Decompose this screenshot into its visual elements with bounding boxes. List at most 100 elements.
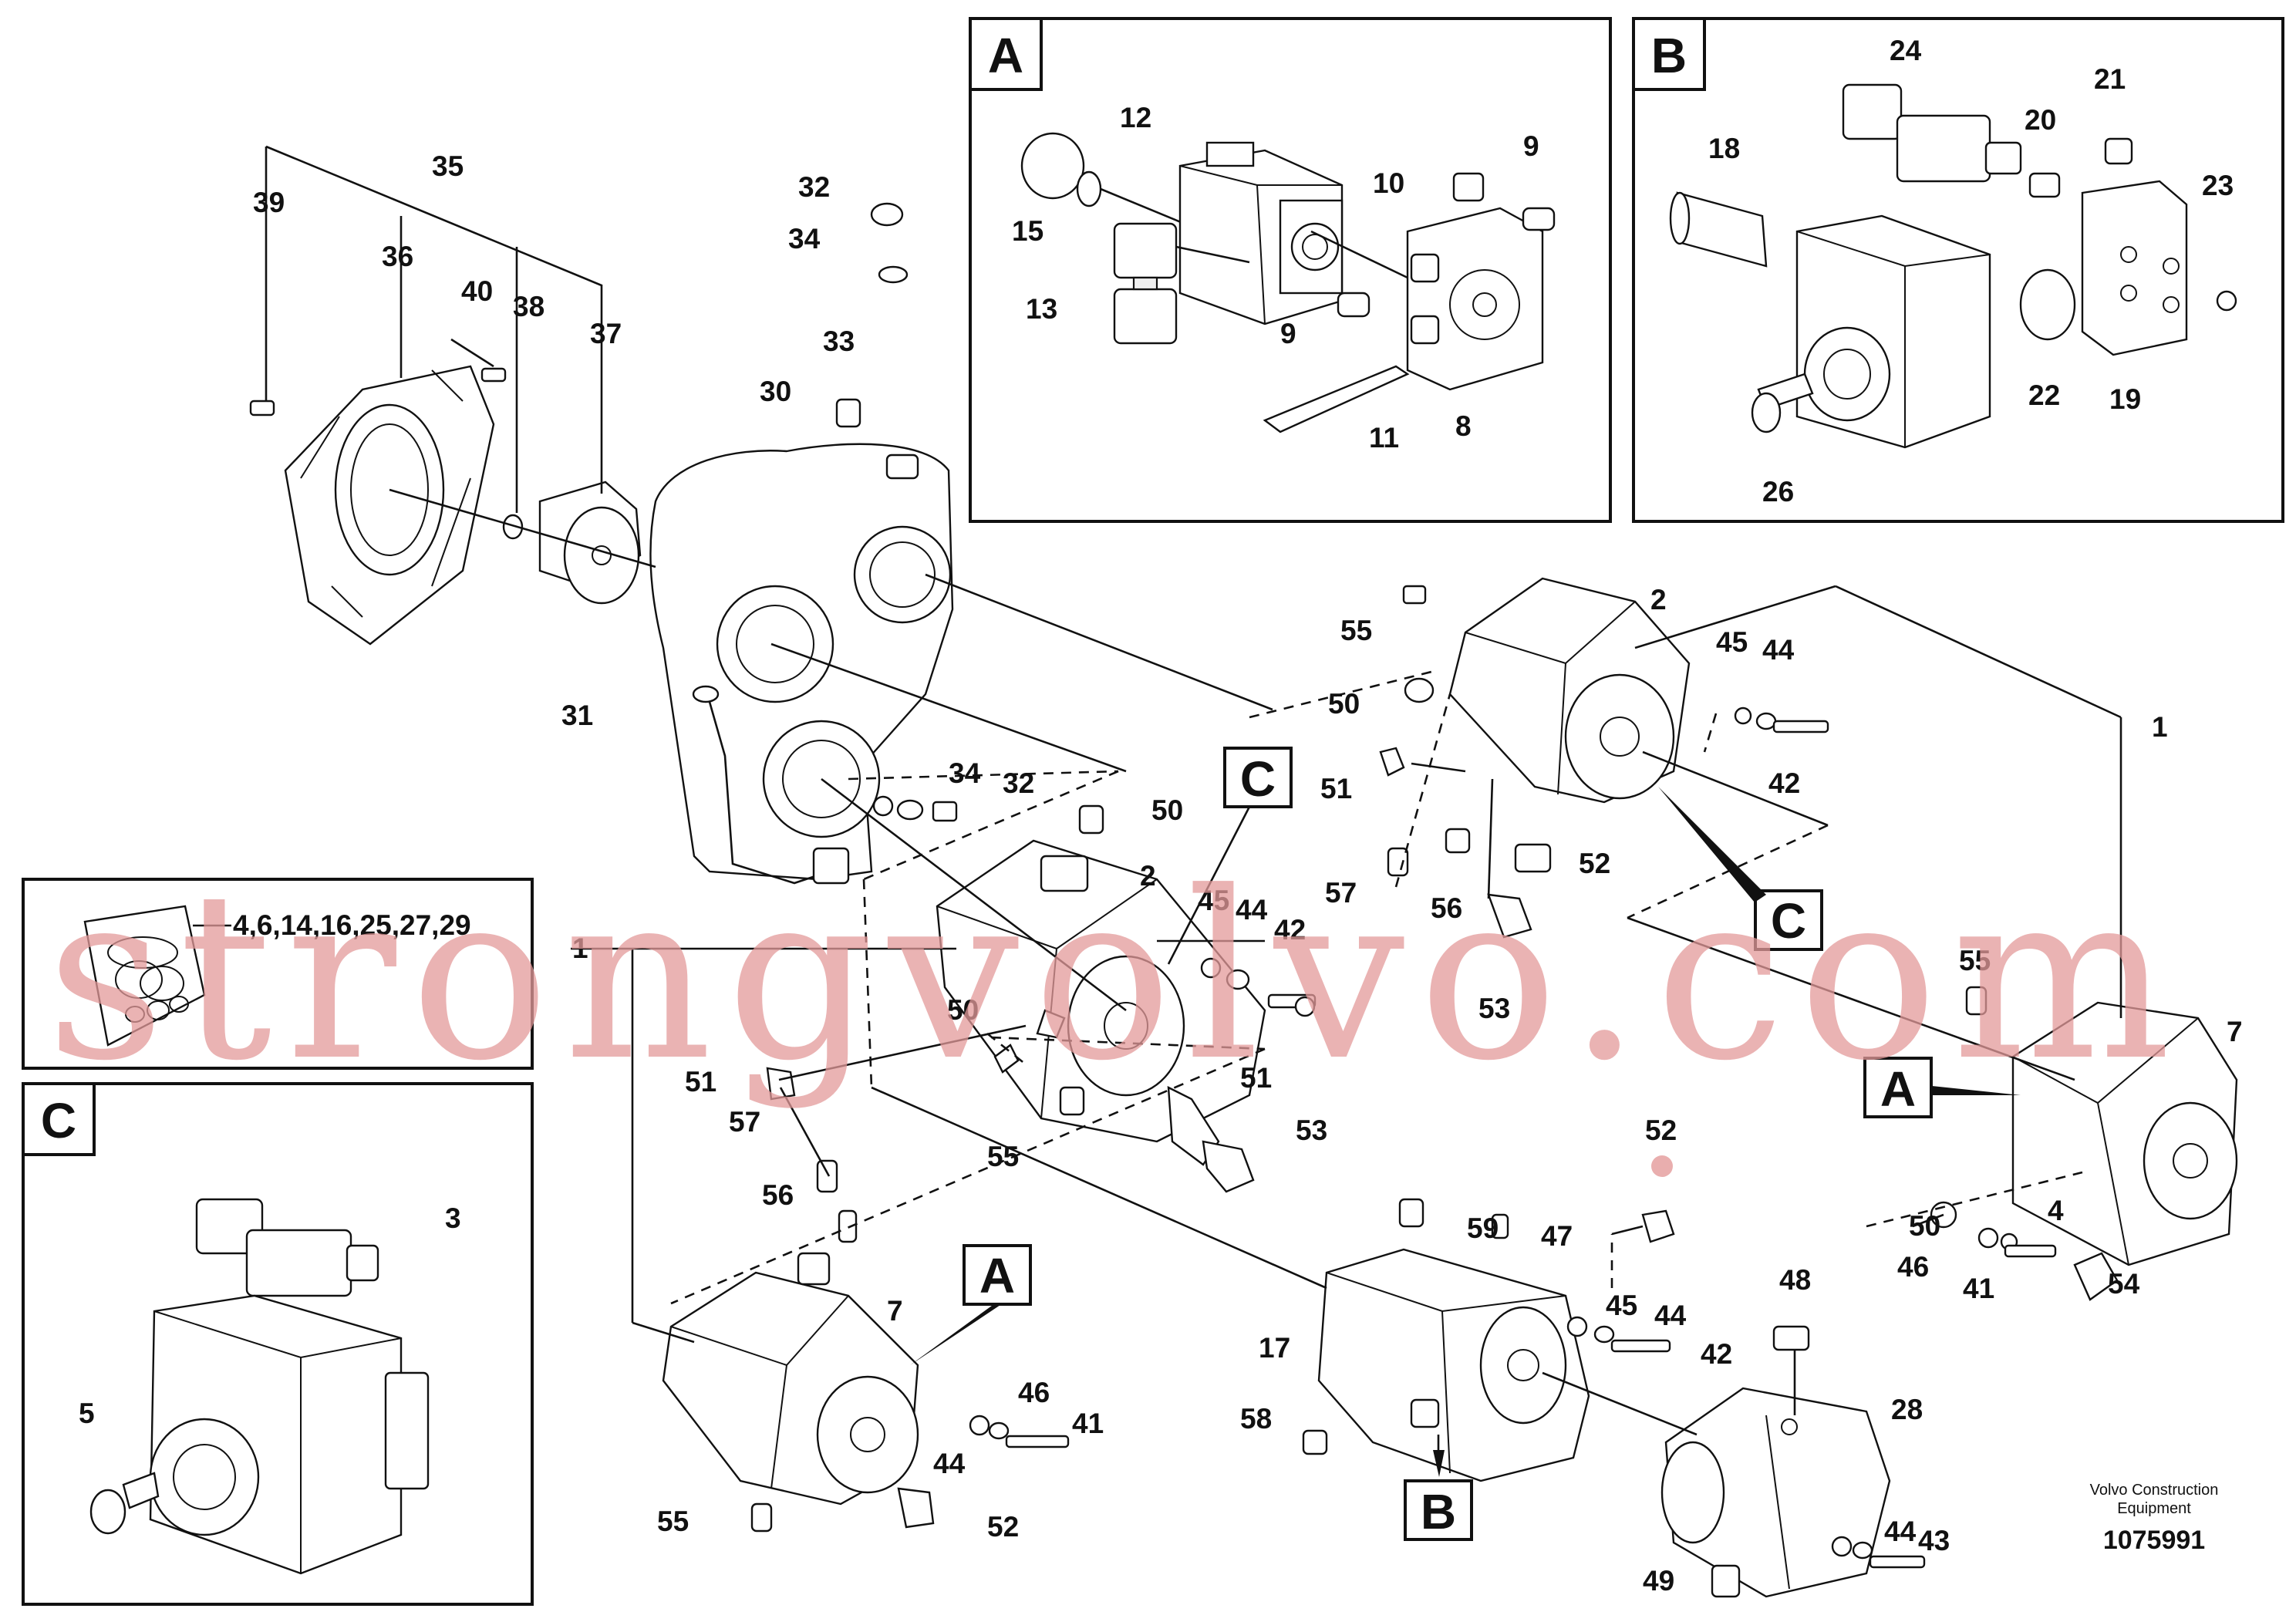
part-label-n30: 30: [760, 376, 791, 407]
part-label-n57a: 57: [729, 1106, 760, 1138]
detail-a-letter: A: [988, 28, 1023, 83]
part-label-n41b: 41: [1072, 1408, 1104, 1439]
part-label-n40: 40: [461, 275, 493, 307]
part-label-n35: 35: [432, 150, 464, 182]
part-label-n42b: 42: [1768, 767, 1800, 799]
part-label-n43: 43: [1918, 1525, 1950, 1556]
detail-c-letter: C: [41, 1093, 76, 1148]
part-label-n2a: 2: [1140, 860, 1156, 892]
part-labels: 12 15 13 10 9 9 11 8 24 18 20 21 23 22 1…: [79, 35, 2243, 1597]
part-label-n7a: 7: [2227, 1016, 2243, 1047]
part-label-n38: 38: [513, 291, 544, 322]
part-label-n44d: 44: [1884, 1516, 1917, 1547]
part-label-n56a: 56: [762, 1179, 794, 1211]
fasteners: [249, 202, 958, 822]
part-label-n31: 31: [561, 700, 593, 731]
part-label-n46b: 46: [1018, 1377, 1050, 1408]
pointer-a-right: A: [1880, 1061, 1916, 1117]
part-label-n36: 36: [382, 241, 413, 272]
part-label-n52c: 52: [987, 1511, 1019, 1543]
pump-2-upper: [1379, 577, 1829, 939]
part-label-n55d: 55: [657, 1506, 689, 1537]
part-label-n32a: 32: [798, 171, 830, 203]
part-label-n15: 15: [1012, 215, 1043, 247]
flywheel-housing: [284, 365, 495, 646]
part-label-n44c: 44: [1654, 1300, 1687, 1331]
coupling: [502, 481, 642, 605]
part-label-n55b: 55: [1340, 615, 1372, 646]
part-label-n52a: 52: [1579, 848, 1610, 879]
pointer-a-lower: A: [979, 1248, 1015, 1303]
part-label-n1b: 1: [2152, 711, 2168, 743]
part-label-n51a: 51: [685, 1066, 716, 1098]
pointer-c-upper: C: [1240, 751, 1276, 807]
part-label-n45b: 45: [1716, 626, 1748, 658]
leader-lines: [265, 145, 2122, 1477]
part-label-n21: 21: [2094, 63, 2126, 95]
pointer-c-right: C: [1771, 893, 1806, 949]
watermark-text: strongvolvo.com: [46, 842, 2185, 1111]
part-label-n22: 22: [2028, 379, 2060, 411]
part-label-n44b: 44: [1762, 634, 1795, 666]
part-label-n26: 26: [1762, 476, 1794, 508]
part-label-n53a: 53: [1296, 1114, 1327, 1146]
part-label-n42c: 42: [1701, 1338, 1732, 1370]
part-label-n55a: 55: [987, 1141, 1019, 1172]
pointer-b: B: [1421, 1484, 1456, 1539]
part-label-n44a: 44: [1236, 894, 1268, 926]
part-label-n10: 10: [1373, 167, 1404, 199]
part-label-n51c: 51: [1320, 773, 1352, 804]
part-label-n8: 8: [1455, 410, 1472, 442]
caption-line1: Volvo Construction: [2090, 1482, 2219, 1499]
part-label-n50d: 50: [1909, 1210, 1940, 1242]
part-label-n20: 20: [2025, 104, 2056, 136]
detail-b-letter: B: [1651, 28, 1687, 83]
part-label-n7b: 7: [887, 1295, 903, 1327]
part-label-n34b: 34: [949, 757, 981, 789]
part-label-n39: 39: [253, 187, 285, 218]
document-number: 1075991: [2103, 1526, 2205, 1555]
part-label-n41a: 41: [1963, 1273, 1994, 1304]
pump-7-lower: [662, 1252, 1070, 1533]
part-label-n37: 37: [590, 318, 622, 349]
part-label-n59: 59: [1467, 1212, 1499, 1244]
part-label-n46a: 46: [1897, 1251, 1929, 1283]
watermark: strongvolvo.com: [46, 842, 2185, 1177]
pump-17: [1302, 1198, 1675, 1482]
part-label-n12: 12: [1120, 102, 1151, 133]
part-label-n45c: 45: [1606, 1290, 1637, 1321]
part-label-n17: 17: [1259, 1332, 1290, 1364]
part-label-n50b: 50: [947, 994, 979, 1026]
part-label-n45a: 45: [1198, 885, 1229, 916]
seal-kit-label: 4,6,14,16,25,27,29: [233, 909, 471, 941]
caption: Volvo Construction Equipment 1075991: [2090, 1482, 2219, 1555]
detail-frame-b: B: [1632, 17, 2284, 523]
part-label-n13: 13: [1026, 293, 1057, 325]
detail-frame-a: A: [969, 17, 1612, 523]
gear-pump-28: [1660, 1325, 1926, 1598]
part-label-n1a: 1: [572, 932, 588, 964]
part-label-n23: 23: [2202, 170, 2234, 201]
seal-kit-box: [22, 878, 534, 1070]
part-label-n2b: 2: [1650, 584, 1667, 615]
part-label-n57b: 57: [1325, 877, 1357, 909]
caption-line2: Equipment: [2117, 1500, 2191, 1517]
pointer-tags: C C A A B: [910, 747, 2021, 1541]
part-label-n42a: 42: [1274, 914, 1306, 946]
sensor-51-57-56-center: [766, 1067, 858, 1243]
part-label-n18: 18: [1708, 133, 1740, 164]
part-label-n34a: 34: [788, 223, 821, 255]
part-label-n4: 4: [2048, 1195, 2064, 1226]
part-label-n24: 24: [1890, 35, 1922, 66]
part-label-n58: 58: [1240, 1403, 1272, 1435]
part-label-n32b: 32: [1003, 767, 1034, 799]
part-label-n56b: 56: [1431, 892, 1462, 924]
part-label-n49: 49: [1643, 1565, 1674, 1597]
part-label-n55c: 55: [1959, 945, 1991, 976]
part-label-n3: 3: [445, 1202, 461, 1234]
part-label-n47: 47: [1541, 1220, 1573, 1252]
part-label-n11: 11: [1369, 422, 1399, 454]
part-label-n50c: 50: [1328, 688, 1360, 720]
pump-7-right: [1930, 986, 2238, 1301]
